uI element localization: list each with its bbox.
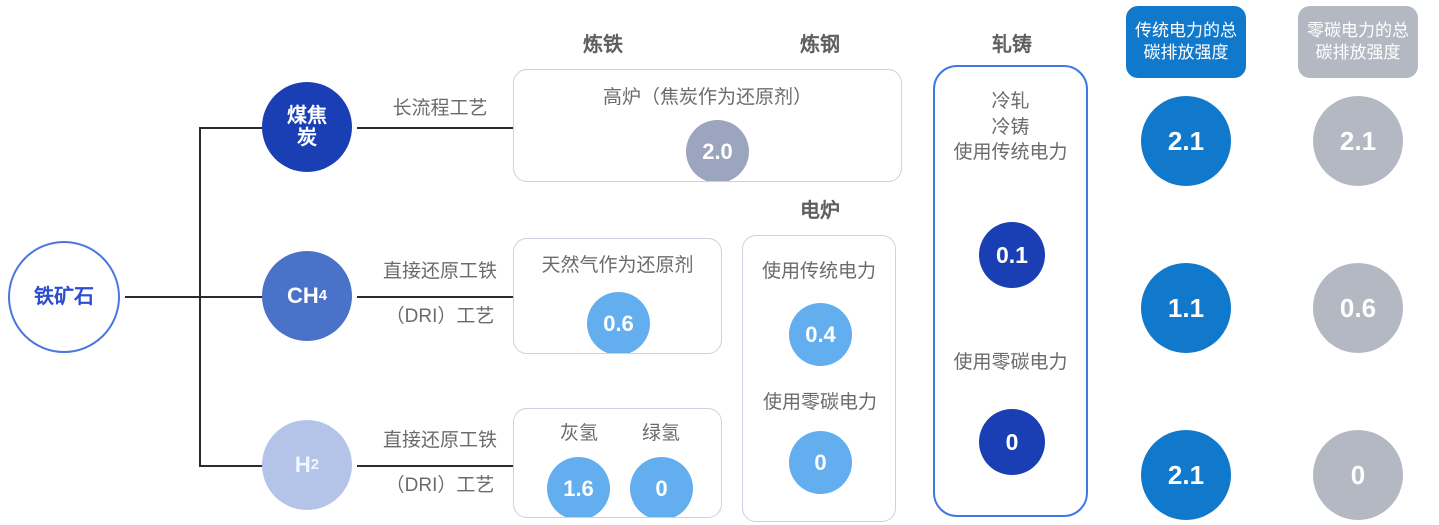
rolling-title-line2: 冷铸 bbox=[991, 116, 1030, 138]
feedstock-methane-subscript: 4 bbox=[318, 286, 328, 304]
connector-coal-to-blast-furnace bbox=[357, 127, 515, 129]
feedstock-methane-label: CH bbox=[286, 282, 319, 308]
route-label-dri-hydrogen-line1: 直接还原工铁 bbox=[382, 430, 497, 451]
total-conventional-row-3: 2.1 bbox=[1141, 430, 1231, 520]
column-header-ironmaking: 炼铁 bbox=[583, 34, 623, 56]
total-zero-carbon-row-3: 0 bbox=[1313, 430, 1403, 520]
value-bubble-eaf-conventional: 0.4 bbox=[789, 303, 852, 366]
value-bubble-rolling-zero-carbon: 0 bbox=[979, 409, 1045, 475]
process-box-natural-gas-title: 天然气作为还原剂 bbox=[541, 255, 694, 276]
route-label-dri-methane-line2: （DRI）工艺 bbox=[385, 306, 495, 327]
connector-methane-to-natural-gas-box bbox=[357, 296, 515, 298]
feedstock-iron-ore-label: 铁矿石 bbox=[34, 285, 94, 308]
total-conventional-row-2: 1.1 bbox=[1141, 263, 1231, 353]
rolling-title-line1: 冷轧 bbox=[991, 91, 1030, 112]
total-zero-carbon-row-2: 0.6 bbox=[1313, 263, 1403, 353]
column-header-rolling-casting: 轧铸 bbox=[992, 34, 1032, 56]
process-box-rolling-casting[interactable]: 冷轧 冷铸 使用传统电力 0.1 使用零碳电力 0 bbox=[933, 65, 1088, 517]
connector-branch-coal bbox=[199, 127, 279, 129]
value-bubble-rolling-conventional: 0.1 bbox=[979, 222, 1045, 288]
total-zero-carbon-row-1: 2.1 bbox=[1313, 96, 1403, 186]
total-conventional-row-1: 2.1 bbox=[1141, 96, 1231, 186]
connector-branch-methane bbox=[199, 296, 279, 298]
value-bubble-gray-hydrogen: 1.6 bbox=[547, 457, 610, 517]
process-box-electric-arc-furnace[interactable]: 使用传统电力 0.4 使用零碳电力 0 bbox=[742, 235, 896, 522]
process-box-natural-gas-reductant[interactable]: 天然气作为还原剂 0.6 bbox=[513, 238, 722, 354]
connector-branch-hydrogen bbox=[199, 465, 279, 467]
process-box-blast-furnace[interactable]: 高炉（焦炭作为还原剂） 2.0 bbox=[513, 69, 902, 182]
process-box-blast-furnace-title: 高炉（焦炭作为还原剂） bbox=[602, 87, 812, 108]
eaf-zero-carbon-power-label: 使用零碳电力 bbox=[762, 392, 877, 413]
value-bubble-natural-gas: 0.6 bbox=[587, 292, 650, 353]
value-bubble-eaf-zero-carbon: 0 bbox=[789, 431, 852, 494]
feedstock-hydrogen-subscript: 2 bbox=[310, 455, 320, 473]
label-green-hydrogen: 绿氢 bbox=[641, 423, 680, 444]
value-bubble-blast-furnace: 2.0 bbox=[686, 120, 749, 181]
route-label-long-process: 长流程工艺 bbox=[392, 98, 488, 119]
feedstock-hydrogen-label: H bbox=[294, 451, 311, 477]
eaf-conventional-power-label: 使用传统电力 bbox=[761, 261, 876, 282]
column-header-steelmaking: 炼钢 bbox=[800, 34, 840, 56]
connector-ore-to-trunk bbox=[125, 296, 201, 298]
label-gray-hydrogen: 灰氢 bbox=[559, 423, 598, 444]
feedstock-coal-coke[interactable]: 煤焦炭 bbox=[262, 82, 352, 172]
value-bubble-green-hydrogen: 0 bbox=[630, 457, 693, 517]
badge-conventional-power-total-intensity: 传统电力的总碳排放强度 bbox=[1126, 6, 1246, 78]
feedstock-iron-ore[interactable]: 铁矿石 bbox=[8, 241, 120, 353]
feedstock-coal-coke-label: 煤焦炭 bbox=[287, 104, 327, 149]
route-label-dri-hydrogen-line2: （DRI）工艺 bbox=[385, 475, 495, 496]
connector-hydrogen-to-hydrogen-box bbox=[357, 465, 515, 467]
badge-zero-carbon-power-total-intensity: 零碳电力的总碳排放强度 bbox=[1298, 6, 1418, 78]
eaf-title: 电炉 bbox=[800, 200, 840, 222]
process-box-hydrogen-reductant[interactable]: 灰氢 绿氢 1.6 0 bbox=[513, 408, 722, 518]
rolling-title-line3: 使用传统电力 bbox=[953, 142, 1068, 164]
rolling-zero-carbon-power-label: 使用零碳电力 bbox=[953, 352, 1068, 373]
route-label-dri-methane-line1: 直接还原工铁 bbox=[382, 261, 497, 282]
